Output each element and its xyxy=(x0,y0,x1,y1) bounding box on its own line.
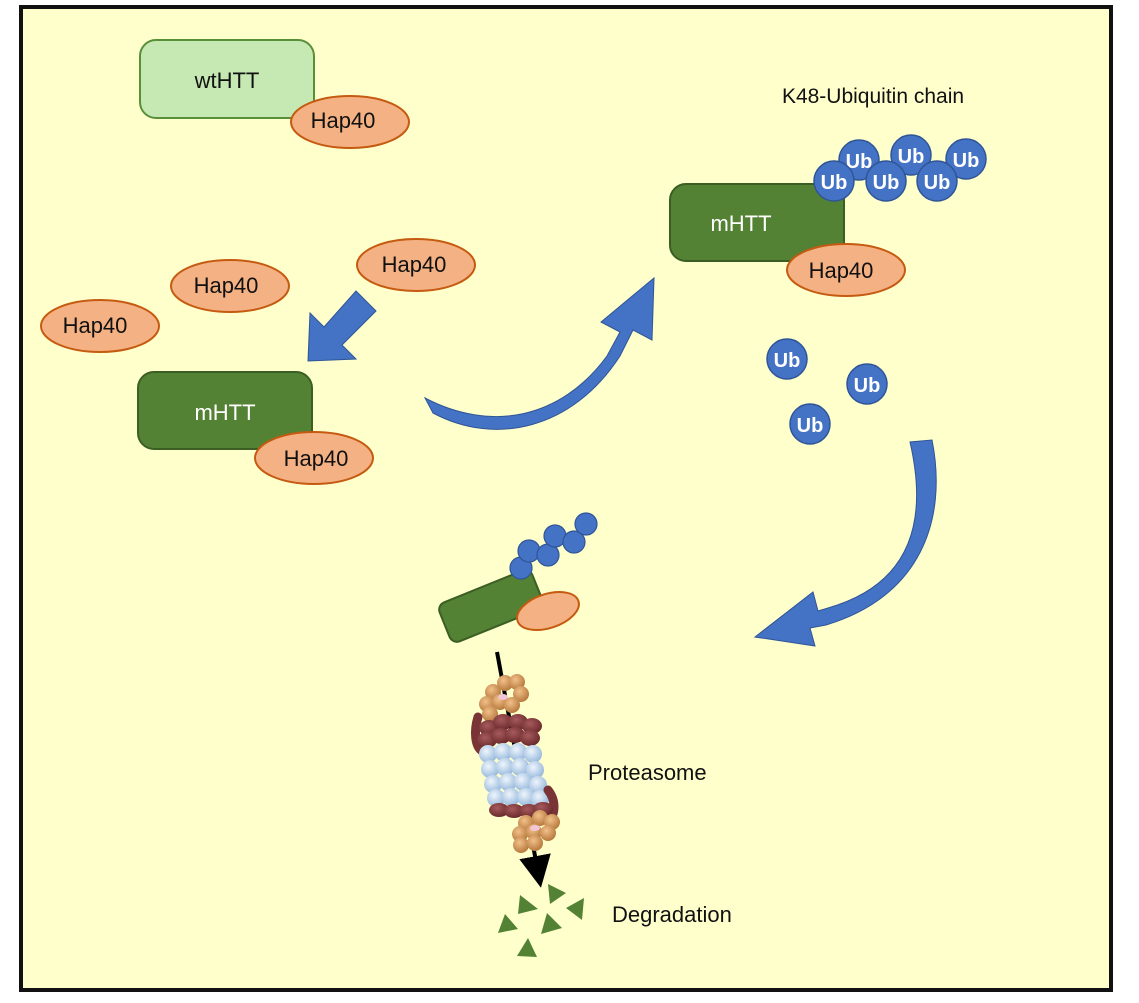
free-hap40-label: Hap40 xyxy=(63,313,128,338)
free-ub-label: Ub xyxy=(797,415,824,437)
ub-bead-circle xyxy=(813,160,855,202)
ub-bead: Ub xyxy=(945,138,987,180)
free-hap40-group: Hap40 Hap40 Hap40 xyxy=(40,238,476,353)
free-ub-label: Ub xyxy=(854,375,881,397)
peptide-fragment xyxy=(541,913,562,934)
proteasome-top-ring xyxy=(471,712,542,757)
mhtt-shape xyxy=(137,371,313,450)
ubiquitination-arrow xyxy=(423,276,655,430)
free-hap40-label: Hap40 xyxy=(382,252,447,277)
mhtt-hap40-complex: mHTT Hap40 xyxy=(137,371,374,485)
ub-bead-circle xyxy=(890,134,932,176)
free-hap40-shape xyxy=(356,238,476,292)
wthtt-complex: wtHTT Hap40 xyxy=(139,39,410,149)
free-hap40-label: Hap40 xyxy=(194,273,259,298)
ub-bead: Ub xyxy=(865,160,907,202)
mhtt-ub-hap40-label: Hap40 xyxy=(809,258,874,283)
free-ub-circle xyxy=(789,403,831,445)
tagged-hap40-shape xyxy=(516,591,580,631)
ub-bead-circle xyxy=(945,138,987,180)
peptide-fragment xyxy=(566,898,584,920)
proteasome-top-cap xyxy=(479,674,529,722)
degradation-fragments: Degradation xyxy=(498,884,732,957)
ub-bead-circle xyxy=(916,160,958,202)
mhtt-ub-label: mHTT xyxy=(710,211,771,236)
proteasome-label: Proteasome xyxy=(588,760,707,785)
ub-bead-label: Ub xyxy=(924,172,951,194)
wthtt-label: wtHTT xyxy=(194,68,260,93)
mhtt-hap40-label: Hap40 xyxy=(284,446,349,471)
ub-bead-circle xyxy=(865,160,907,202)
wthtt-hap40-shape xyxy=(290,95,410,149)
tagged-ub-bead xyxy=(562,530,586,554)
ub-bead: Ub xyxy=(813,160,855,202)
peptide-fragment xyxy=(548,884,566,904)
ub-bead-label: Ub xyxy=(846,151,873,173)
free-ub-label: Ub xyxy=(774,350,801,372)
tagged-mhtt xyxy=(438,512,598,643)
free-ub-group: Ub Ub Ub xyxy=(766,338,888,445)
wthtt-shape xyxy=(139,39,315,119)
mhtt-ub-hap40-shape xyxy=(786,243,906,297)
proteasome-bottom-ring xyxy=(489,785,559,827)
peptide-fragment xyxy=(498,914,518,933)
mhtt-label: mHTT xyxy=(194,400,255,425)
ub-bead-label: Ub xyxy=(821,172,848,194)
tagged-ub-bead xyxy=(574,512,598,536)
ub-chain: Ub Ub Ub Ub Ub Ub xyxy=(813,134,987,202)
wthtt-hap40-label: Hap40 xyxy=(311,108,376,133)
free-hap40-shape xyxy=(170,259,290,313)
targeting-arrow xyxy=(753,439,937,647)
proteasome: Proteasome xyxy=(471,651,707,888)
peptide-fragment xyxy=(517,938,537,957)
mhtt-hap40-shape xyxy=(254,431,374,485)
mhtt-ub-complex: K48-Ubiquitin chain mHTT Hap40 Ub Ub Ub … xyxy=(669,85,987,297)
tagged-mhtt-shape xyxy=(438,569,544,643)
peptide-fragment xyxy=(518,895,538,914)
free-hap40-shape xyxy=(40,299,160,353)
degradation-label: Degradation xyxy=(612,902,732,927)
ub-bead: Ub xyxy=(916,160,958,202)
mhtt-ub-shape xyxy=(669,183,845,262)
ub-bead-label: Ub xyxy=(898,146,925,168)
k48-chain-label: K48-Ubiquitin chain xyxy=(782,85,964,108)
binding-arrow xyxy=(307,290,377,362)
ub-bead-label: Ub xyxy=(953,150,980,172)
tagged-ub-bead xyxy=(517,539,541,563)
ub-bead-label: Ub xyxy=(873,172,900,194)
proteasome-bottom-cap xyxy=(512,810,560,853)
proteasome-core xyxy=(479,743,549,808)
free-ub-circle xyxy=(766,338,808,380)
free-ub-circle xyxy=(846,363,888,405)
ub-bead: Ub xyxy=(890,134,932,176)
